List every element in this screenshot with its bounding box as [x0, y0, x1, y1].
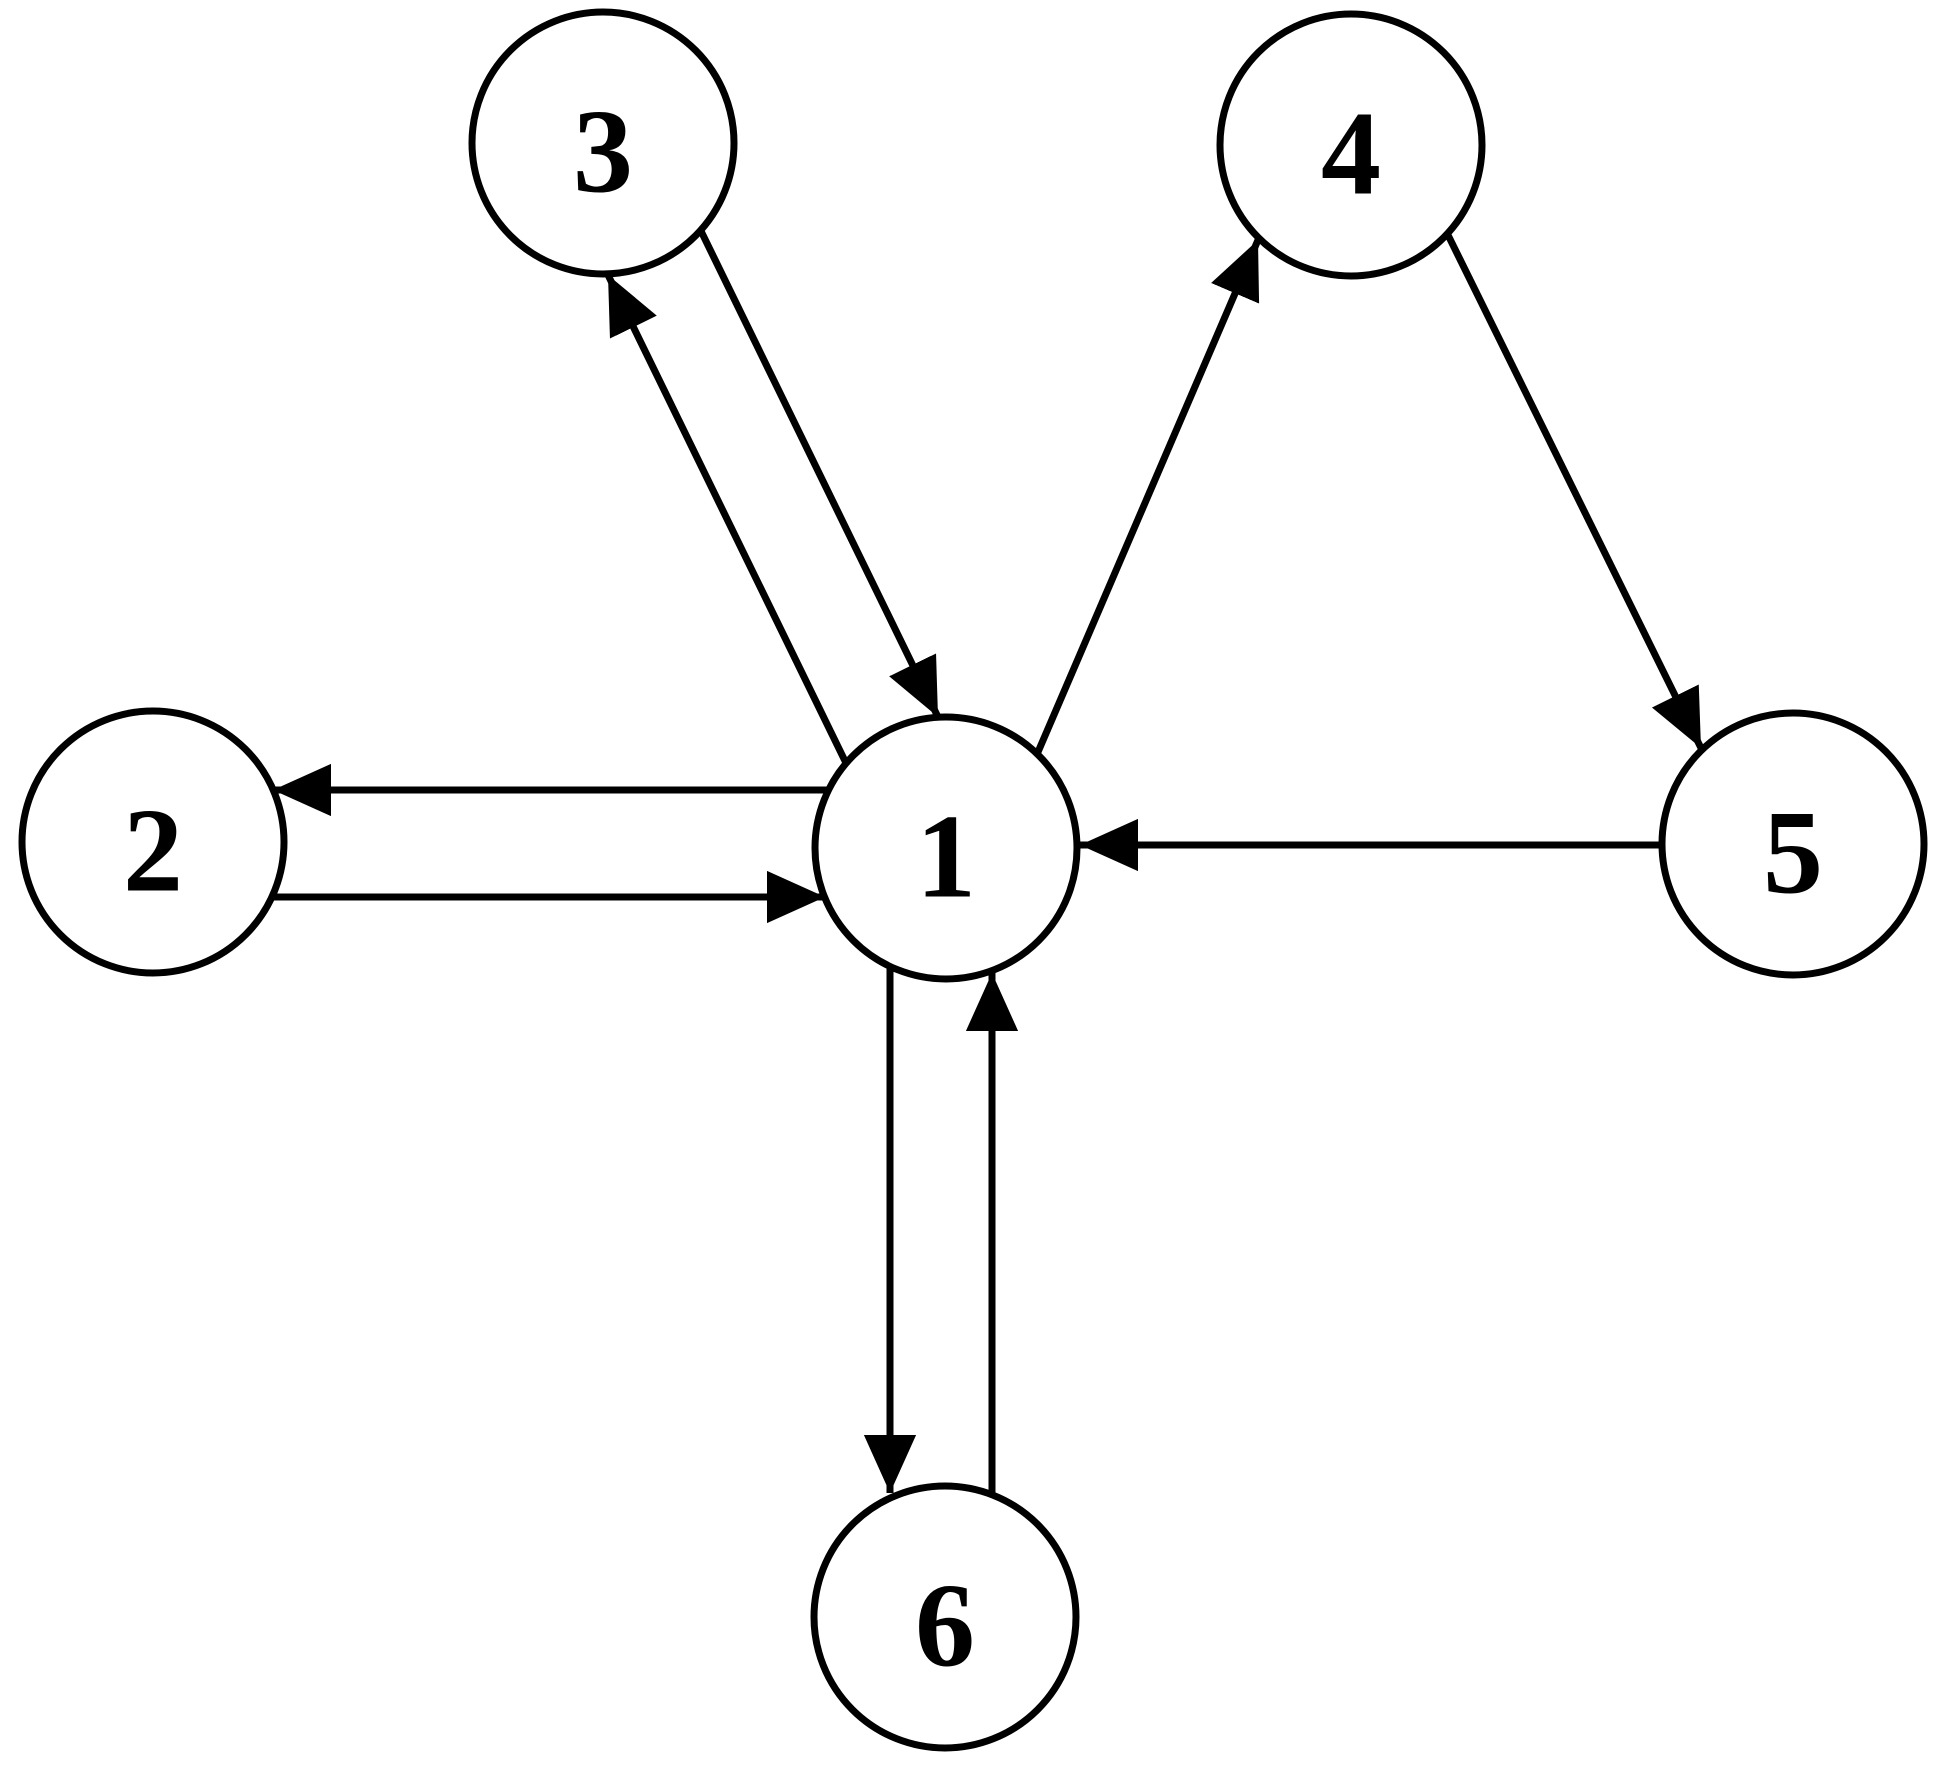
edge-3-to-1-arrow: [697, 229, 942, 719]
node-label-1: 1: [916, 790, 976, 923]
node-circle-6: [810, 1482, 1080, 1752]
node-circle-1: [811, 713, 1081, 983]
edge-4-to-5-arrow: [1444, 233, 1705, 750]
edge-1-to-3-arrow: [604, 273, 850, 765]
node-label-3: 3: [573, 85, 633, 218]
graph-node-1: 1: [811, 713, 1081, 983]
edge-1-to-4-arrow: [1034, 238, 1262, 754]
node-circle-3: [468, 8, 738, 278]
node-circle-5: [1658, 709, 1928, 979]
graph-node-2: 2: [18, 707, 288, 977]
graph-node-3: 3: [468, 8, 738, 278]
graph-node-4: 4: [1216, 10, 1486, 280]
node-label-4: 4: [1321, 87, 1381, 220]
graph-node-6: 6: [810, 1482, 1080, 1752]
node-label-6: 6: [915, 1559, 975, 1692]
graph-node-5: 5: [1658, 709, 1928, 979]
node-circle-2: [18, 707, 288, 977]
node-label-2: 2: [123, 784, 183, 917]
node-circle-4: [1216, 10, 1486, 280]
node-label-5: 5: [1763, 786, 1823, 919]
